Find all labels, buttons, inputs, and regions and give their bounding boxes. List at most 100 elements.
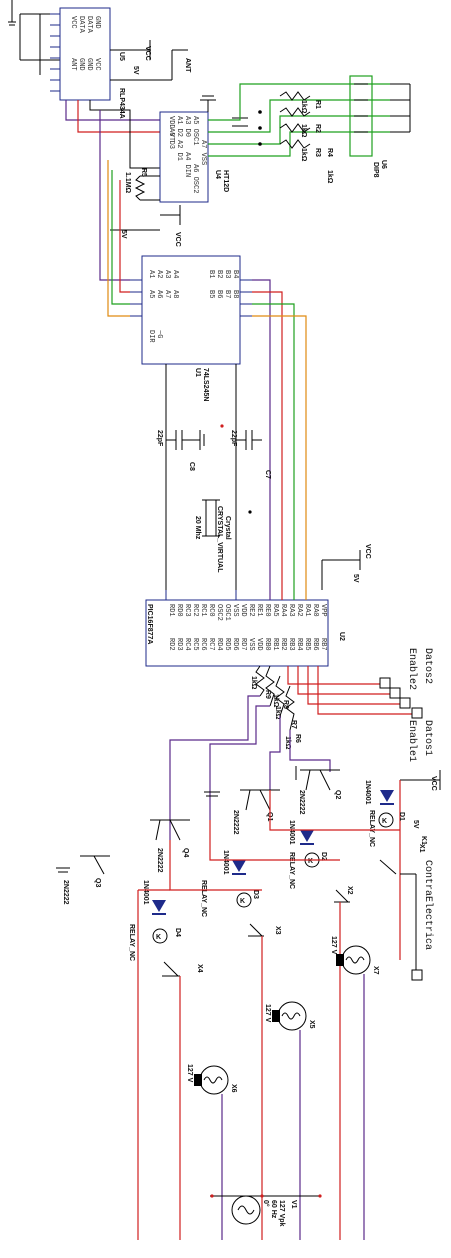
u1-b5: B5: [207, 290, 215, 298]
svg-text:K: K: [156, 934, 161, 941]
u1-ref: U1: [194, 368, 201, 377]
x5-volt: 127 V: [264, 1004, 271, 1023]
u1-a8: A8: [171, 290, 179, 298]
u1-a1: A1: [147, 270, 155, 278]
c8-ref: C8: [188, 462, 195, 471]
r2-ref: R2: [314, 124, 321, 133]
x6-volt: 127 V: [186, 1064, 193, 1083]
r8-ref: R8: [282, 700, 289, 709]
u5-pin6: GND: [85, 58, 93, 71]
crystal-freq: 20 Mhz: [194, 516, 201, 540]
u5-part: RLP434A: [118, 88, 125, 119]
u2-p23: RC4: [183, 638, 191, 651]
u4-pin4: A2 D1: [175, 140, 183, 161]
u2-p35: RB2: [279, 638, 287, 651]
v1-ac-source: V1 127 Vpk 60 Hz 0°: [210, 1194, 322, 1227]
u2-p33: RB0: [263, 638, 271, 651]
c7-value: 22pF: [230, 430, 237, 447]
r2-value: 1kΩ: [300, 124, 307, 138]
u5-pin7: GND: [77, 58, 85, 71]
x6-ref: X6: [230, 1084, 237, 1093]
r1-value: 1kΩ: [300, 100, 307, 114]
u4-pin6: A4 DIN: [183, 152, 191, 177]
port-enable2[interactable]: Enable2: [406, 648, 423, 719]
u2-p36: RB3: [287, 638, 295, 651]
v1-l3: 0°: [262, 1200, 270, 1207]
u2-volt: 5V: [352, 574, 359, 583]
u2-p32: VDD: [255, 638, 263, 651]
u2-p22: RD3: [175, 638, 183, 651]
contra-port[interactable]: [411, 969, 423, 981]
svg-text:K: K: [382, 818, 387, 825]
u2-p39: RB6: [311, 638, 319, 651]
q4-part: 2N2222: [156, 848, 163, 873]
u1-a7: A7: [163, 290, 171, 298]
k4-relay: K RELAY_NC X4: [128, 924, 203, 977]
c7-capacitor: 22pF C7: [230, 430, 271, 479]
u1-a5: A5: [147, 290, 155, 298]
u2-p18: RC3: [183, 604, 191, 617]
relay-vcc: VCC: [430, 776, 437, 791]
svg-text:Enable1: Enable1: [406, 720, 418, 762]
r1-ref: R1: [314, 100, 321, 109]
k1-relay: K K1 5V RELAY_NC X1 ContraElectrica: [368, 810, 434, 981]
port-datos1[interactable]: Datos1: [399, 697, 433, 756]
u1-b2: B2: [215, 270, 223, 278]
u2-p34: RB1: [271, 638, 279, 651]
port-enable1[interactable]: Enable1: [379, 677, 418, 762]
u1-b6: B6: [215, 290, 223, 298]
x4-ref: X4: [196, 964, 203, 973]
u2-p37: RB4: [295, 638, 303, 651]
u5-pin1: GND: [93, 16, 101, 29]
u2-part: PIC16F877A: [146, 604, 153, 644]
q2-ref: Q2: [334, 790, 341, 799]
u4-ref: U4: [214, 170, 221, 179]
r8-value: 1kΩ: [272, 694, 279, 708]
u2-p29: RD6: [231, 638, 239, 651]
u1-a2: A2: [155, 270, 163, 278]
u2-vcc: VCC: [364, 544, 371, 559]
v1-l2: 60 Hz: [270, 1200, 277, 1219]
u1-a3: A3: [163, 270, 171, 278]
u4-pin1: VDD VT: [167, 116, 175, 141]
u2-p20: RD1: [167, 604, 175, 617]
u5-pin2: DATA: [85, 16, 93, 34]
r9-value: 1kΩ: [250, 676, 257, 690]
ant-label: ANT: [184, 58, 191, 73]
k3-part: RELAY_NC: [200, 880, 207, 917]
u2-p28: RD5: [223, 638, 231, 651]
u1-b4: B4: [231, 270, 239, 278]
svg-text:K: K: [308, 858, 313, 865]
u2-p15: RC0: [207, 604, 215, 617]
u4-pin8: A6 OSC2: [191, 164, 199, 193]
u2-p38: RB5: [303, 638, 311, 651]
v1-l1: 127 Vpk: [278, 1200, 285, 1227]
x5-ref: X5: [308, 1020, 315, 1029]
r4-ref: R4: [326, 148, 333, 157]
q2-transistor: Q2 2N2222: [295, 766, 341, 815]
x6-lamp: X6 127 V: [186, 1064, 237, 1095]
u2-p3: RA1: [303, 604, 311, 617]
u5-body: [59, 7, 111, 101]
d4-ref: D4: [174, 928, 181, 937]
u5-volt: 5V: [132, 66, 139, 75]
r9-ref: R9: [264, 690, 271, 699]
x7-lamp: X7 127 V: [330, 936, 379, 975]
k4-part: RELAY_NC: [128, 924, 135, 961]
contra-label: ContraElectrica: [422, 860, 434, 950]
u1-part: 74LS245N: [202, 368, 209, 401]
d4-part: 1N4001: [142, 880, 149, 905]
q1-part: 2N2222: [232, 810, 239, 835]
u4-body: [159, 111, 209, 203]
u5-ref: U5: [118, 52, 125, 61]
u2-p17: RC2: [191, 604, 199, 617]
u2-p11: VDD: [239, 604, 247, 617]
c8-value: 22pF: [156, 430, 163, 447]
u5-pin5: VCC: [93, 58, 101, 71]
q3-part: 2N2222: [62, 880, 69, 905]
crystal-label: Crystal: [224, 516, 231, 540]
port-datos2[interactable]: Datos2: [389, 648, 433, 699]
u4-pin2: A0 D3: [167, 128, 175, 149]
d3-diode: 1N4001 D3: [222, 850, 259, 899]
u2-p6: RA4: [279, 604, 287, 617]
